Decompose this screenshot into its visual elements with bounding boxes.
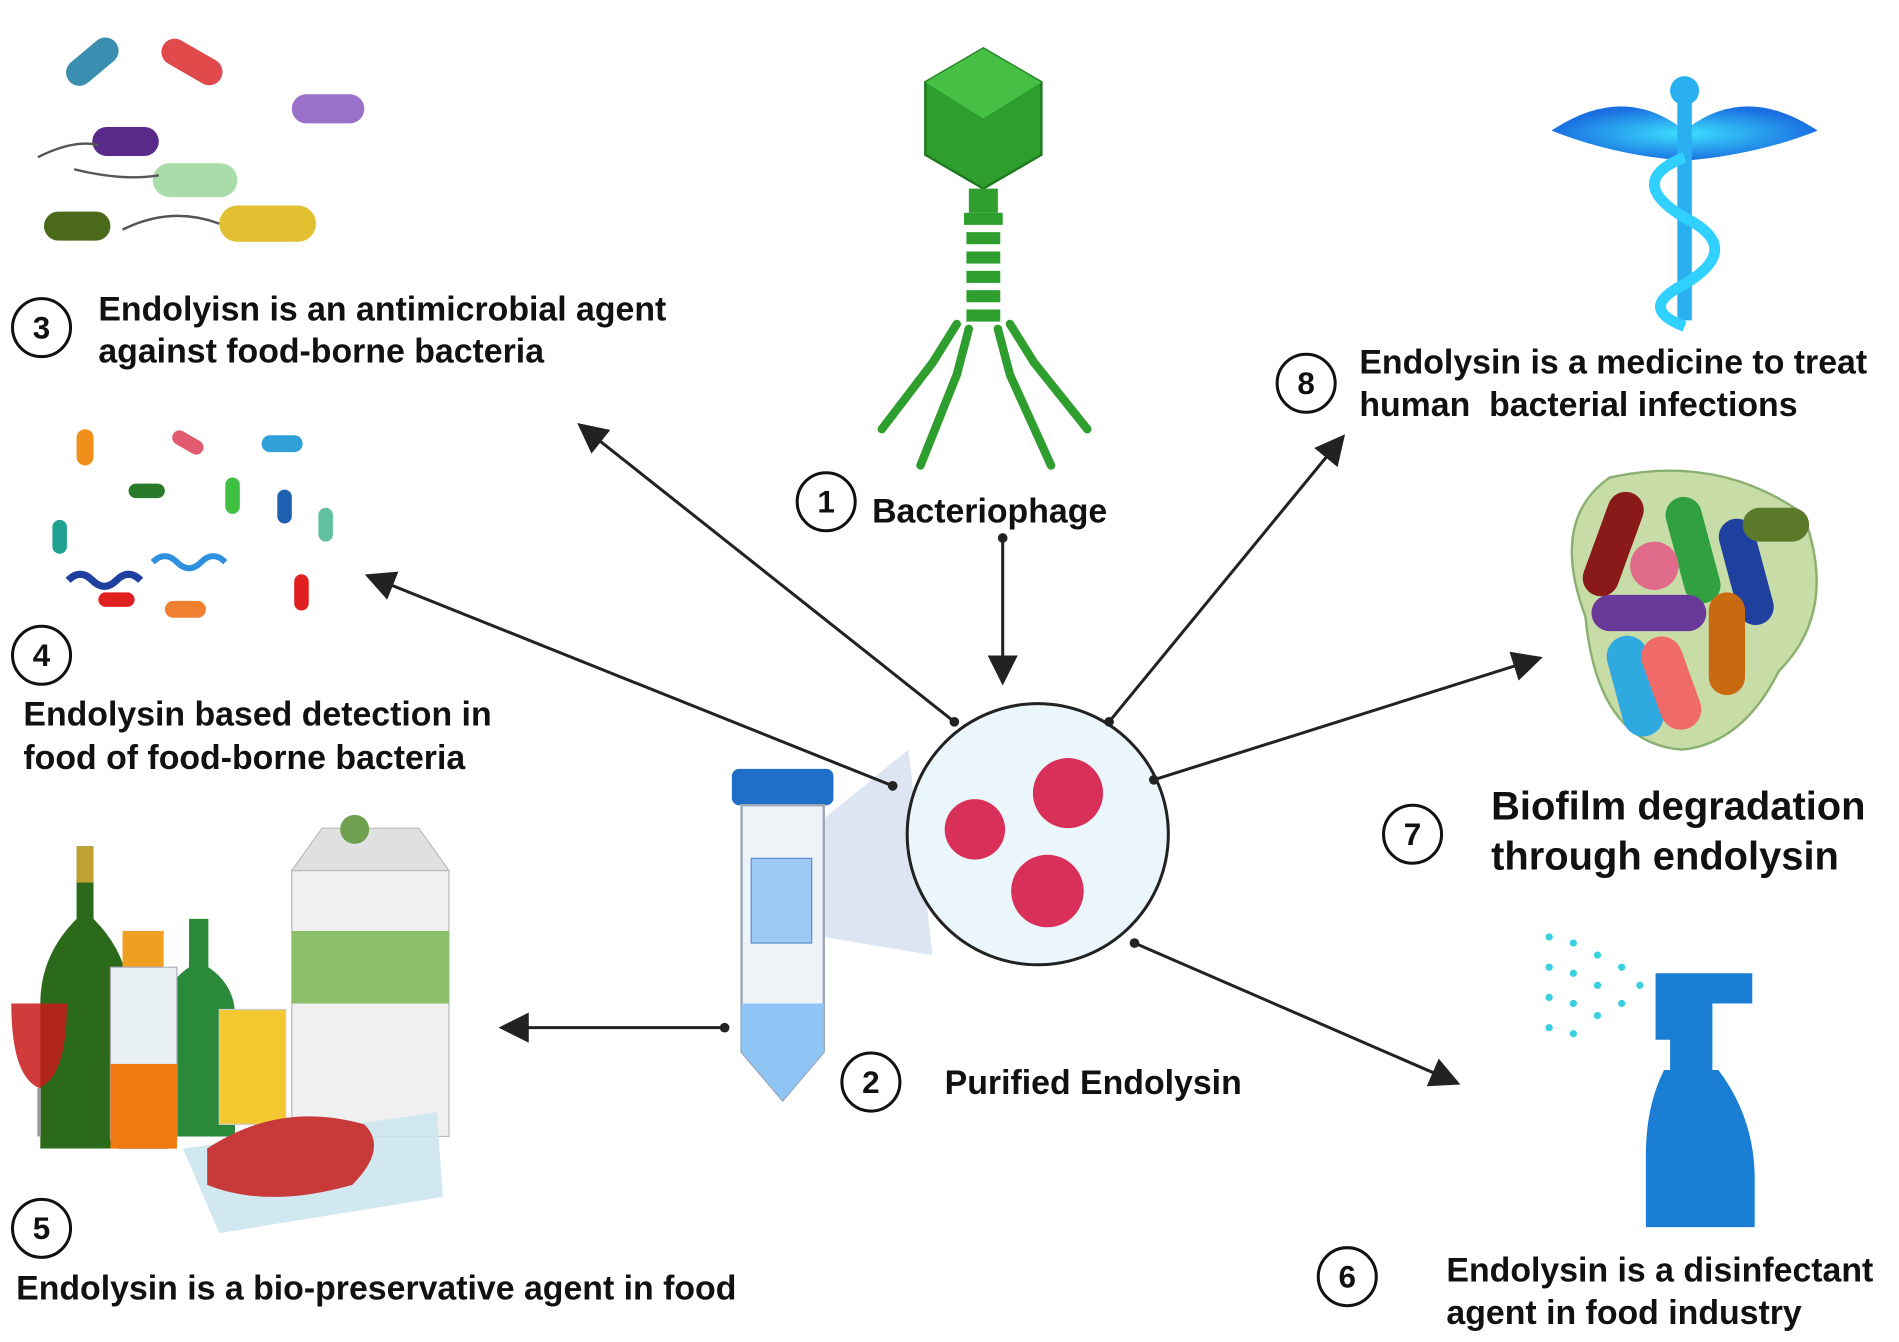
label-number: 2 (862, 1065, 879, 1100)
label-3: 3 Endolyisn is an antimicrobial agent ag… (11, 290, 666, 371)
detection-bacteria-illustration (52, 429, 333, 618)
label-text: human bacterial infections (1359, 386, 1797, 424)
falcon-tube-illustration (731, 768, 834, 1103)
label-text: against food-borne bacteria (98, 333, 545, 371)
biofilm-illustration (1570, 469, 1818, 751)
endolysin-circle (787, 702, 1170, 967)
label-number: 4 (33, 638, 51, 673)
label-number: 7 (1404, 817, 1421, 852)
label-text: agent in food industry (1446, 1294, 1802, 1332)
label-text: Bacteriophage (872, 492, 1107, 530)
foodborne-bacteria-illustration (37, 37, 365, 242)
label-text: Endolysin is a disinfectant (1446, 1252, 1873, 1290)
label-2: 2 Purified Endolysin (840, 1051, 1242, 1113)
food-products-illustration (11, 814, 451, 1234)
label-text: food of food-borne bacteria (23, 739, 466, 777)
label-6: 6 Endolysin is a disinfectant agent in f… (1316, 1246, 1873, 1332)
label-text: Endolyisn is an antimicrobial agent (98, 290, 666, 328)
spray-bottle-illustration (1545, 933, 1755, 1228)
label-7: 7 Biofilm degradation through endolysin (1382, 785, 1866, 878)
label-1: 1 Bacteriophage (795, 471, 1107, 533)
label-text: Purified Endolysin (945, 1064, 1242, 1102)
label-text: through endolysin (1491, 834, 1839, 878)
number-badge (795, 471, 857, 533)
label-5: 5 Endolysin is a bio-preservative agent … (11, 1197, 736, 1308)
bacteriophage-illustration (877, 46, 1092, 470)
label-number: 5 (33, 1211, 50, 1246)
label-text: Endolysin based detection in (23, 695, 491, 733)
label-text: Endolysin is a medicine to treat (1359, 344, 1867, 382)
label-8: 8 Endolysin is a medicine to treat human… (1275, 344, 1867, 424)
caduceus-illustration (1551, 76, 1818, 332)
label-number: 1 (817, 485, 834, 520)
label-4: 4 Endolysin based detection in food of f… (11, 624, 492, 777)
arrows (364, 423, 1543, 1087)
label-text: Biofilm degradation (1491, 785, 1865, 829)
label-text: Endolysin is a bio-preservative agent in… (16, 1270, 736, 1308)
label-number: 8 (1297, 366, 1314, 401)
label-number: 6 (1339, 1260, 1356, 1295)
label-number: 3 (33, 311, 50, 346)
